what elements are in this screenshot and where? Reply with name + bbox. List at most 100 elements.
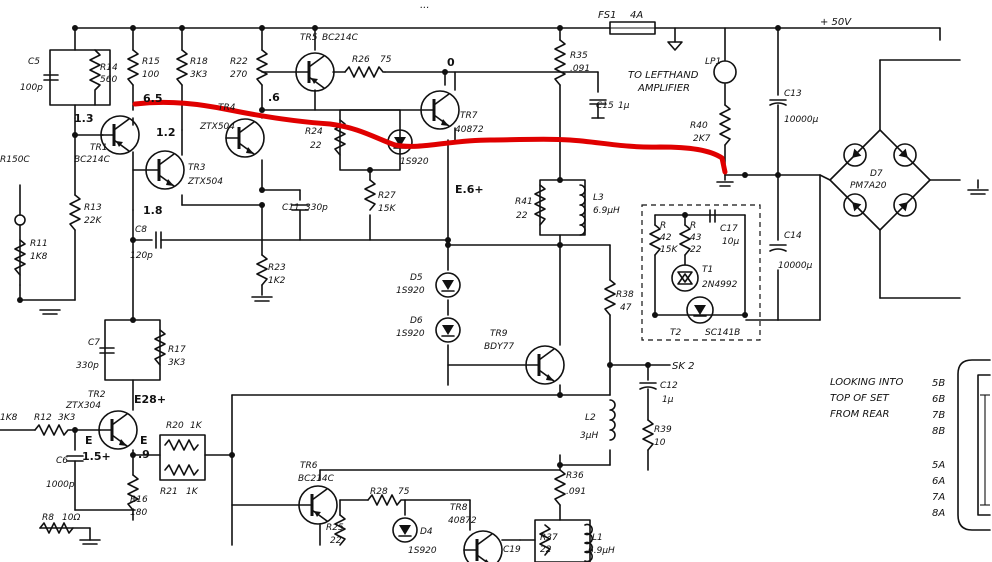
label-r12-ref: R12 <box>34 413 52 423</box>
inductors <box>579 184 616 562</box>
label-r42-r: R <box>660 221 666 231</box>
bridge-diodes-d7 <box>843 143 917 217</box>
label-t2-ref: T2 <box>670 328 681 338</box>
label-tr1-val: BC214C <box>74 155 111 165</box>
pin-7b: 7B <box>932 410 945 421</box>
label-c6-val: 1000p <box>46 480 75 490</box>
wiring <box>0 21 991 562</box>
label-c13-ref: C13 <box>784 89 802 99</box>
resistor-r25 <box>334 514 346 546</box>
label-t1-val: 2N4992 <box>702 280 738 290</box>
resistor-r23 <box>256 254 268 286</box>
label-tr4-ref: TR4 <box>218 103 236 113</box>
label-r12-val: 3K3 <box>58 413 76 423</box>
label-tr9-val: BDY77 <box>484 342 514 352</box>
label-c5-ref: C5 <box>28 57 40 67</box>
pin-8a: 8A <box>932 508 945 519</box>
label-l2-ref: L2 <box>585 413 596 423</box>
label-r14-ref: R14 <box>100 63 118 73</box>
pin-8b: 8B <box>932 426 945 437</box>
label-r20-val: 1K <box>190 421 203 431</box>
label-c11-val: 330p <box>305 203 328 213</box>
pin-7a: 7A <box>932 492 945 503</box>
label-r13-ref: R13 <box>84 203 102 213</box>
label-r39-ref: R39 <box>654 425 672 435</box>
voltage-e-left: E <box>85 434 93 447</box>
inductor-l2 <box>609 399 616 441</box>
socket-label: SK 2 <box>672 361 694 372</box>
label-tr8-val: 40872 <box>448 516 477 526</box>
label-r40-ref: R40 <box>690 121 708 131</box>
label-r35-ref: R35 <box>570 51 588 61</box>
label-r38-val: 47 <box>620 303 632 313</box>
voltage-e-right: E <box>140 434 148 447</box>
thyristor-t2 <box>686 296 714 324</box>
fuse-value: 4A <box>630 10 643 21</box>
diode-t1 <box>671 264 699 292</box>
transistor-tr3 <box>144 149 186 191</box>
label-r14-val: 560 <box>100 75 117 85</box>
label-r24-ref: R24 <box>305 127 323 137</box>
pin-6b: 6B <box>932 394 945 405</box>
label-c17-ref: C17 <box>720 224 738 234</box>
label-r27-val: 15K <box>378 204 396 214</box>
label-r26-ref: R26 <box>352 55 370 65</box>
resistor-r35 <box>554 39 566 86</box>
label-r36-ref: R36 <box>566 471 584 481</box>
resistor-r20 <box>164 439 199 451</box>
resistor-r18 <box>176 49 188 86</box>
label-r43-r: R <box>690 221 696 231</box>
resistors <box>14 39 731 556</box>
label-r35-val: .091 <box>570 64 590 74</box>
label-r43-num: 43 <box>690 233 702 243</box>
label-r18-val: 3K3 <box>190 70 208 80</box>
label-tr9-ref: TR9 <box>490 329 508 339</box>
label-l3-val: 6.9μH <box>593 206 620 216</box>
label-c7-ref: C7 <box>88 338 100 348</box>
resistor-r41 <box>534 184 546 226</box>
label-r21-ref: R21 <box>160 487 178 497</box>
label-r37-val: 22 <box>540 545 552 555</box>
label-r23-ref: R23 <box>268 263 286 273</box>
label-r18-ref: R18 <box>190 57 208 67</box>
label-tr6-val: BC214C <box>298 474 335 484</box>
label-c13-val: 10000μ <box>784 115 819 125</box>
resistor-r12 <box>34 424 71 436</box>
resistor-r27 <box>364 179 376 211</box>
label-l1-val: 6.9μH <box>588 546 615 556</box>
red-marker-line <box>132 99 728 175</box>
transistor-tr6 <box>297 484 339 526</box>
rail-label: + 50V <box>820 17 852 28</box>
label-tr5-val: BC214C <box>322 33 359 43</box>
resistor-r43 <box>679 224 691 256</box>
label-r17-val: 3K3 <box>168 358 186 368</box>
label-tr1-ref: TR1 <box>90 143 107 153</box>
label-r43-val: 22 <box>690 245 702 255</box>
label-r16-ref: R16 <box>130 495 148 505</box>
to-left-line-1: TO LEFTHAND <box>628 70 699 81</box>
label-d7-val: PM7A20 <box>850 181 887 191</box>
label-c15-val: 1μ <box>618 101 630 111</box>
voltage-point-6: .6 <box>268 91 280 104</box>
label-d4-ref: D4 <box>420 527 433 537</box>
label-r23-val: 1K2 <box>268 276 286 286</box>
resistor-r42 <box>649 224 661 256</box>
label-d7-ref: D7 <box>870 169 883 179</box>
inductor-l3 <box>579 184 586 236</box>
label-t2-val: SC141B <box>705 328 740 338</box>
label-r25-val: 22 <box>330 536 342 546</box>
resistor-r37 <box>539 524 551 556</box>
label-r20-ref: R20 <box>166 421 184 431</box>
transistor-tr2 <box>97 409 139 451</box>
label-l2-val: 3μH <box>580 431 598 441</box>
label-c17-val: 10μ <box>722 237 739 247</box>
label-d5-val: 1S920 <box>396 286 425 296</box>
resistor-r39 <box>642 419 654 451</box>
resistor-r26 <box>344 66 386 78</box>
fuse-ref: FS1 <box>598 10 616 21</box>
label-r42-num: 42 <box>660 233 672 243</box>
label-r24-val: 22 <box>310 141 322 151</box>
resistor-r16 <box>127 474 139 511</box>
label-r36-val: .091 <box>566 487 586 497</box>
